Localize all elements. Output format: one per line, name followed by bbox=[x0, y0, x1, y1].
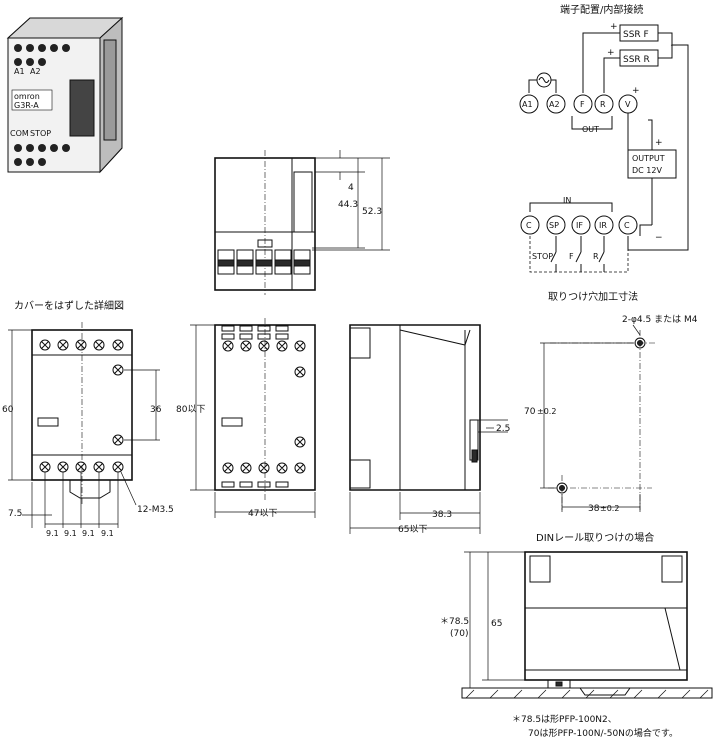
terminal-if: IF bbox=[576, 221, 583, 230]
output-minus: − bbox=[655, 233, 663, 243]
terminal-v-plus: + bbox=[632, 86, 640, 96]
terminal-c2: C bbox=[624, 221, 630, 230]
photo-label-com: COM bbox=[10, 129, 29, 138]
photo-label-a2: A2 bbox=[30, 67, 41, 76]
din-70: (70) bbox=[450, 629, 468, 639]
out-label: OUT bbox=[582, 125, 599, 134]
holes-38-tol: ±0.2 bbox=[600, 504, 619, 513]
terminal-c1: C bbox=[526, 221, 532, 230]
dim-44-3: 44.3 bbox=[338, 200, 358, 210]
ssr-r-label: SSR R bbox=[623, 55, 650, 65]
dim-front-height: 80以下 bbox=[176, 405, 205, 415]
mounting-holes: 取りつけ穴加工寸法 2-φ4.5 または M4 70 ±0.2 38 ±0.2 bbox=[524, 290, 698, 514]
cover-removed-view: カバーをはずした詳細図 60 36 bbox=[2, 299, 174, 538]
holes-70-tol: ±0.2 bbox=[537, 407, 556, 416]
dim-screw: 12-M3.5 bbox=[137, 505, 174, 515]
output-plus: + bbox=[655, 138, 663, 148]
in-label: IN bbox=[563, 196, 571, 205]
dim-pitch-1: 9.1 bbox=[46, 529, 59, 538]
photo-brand: omron bbox=[14, 92, 40, 101]
din-78-5: ＊78.5 bbox=[440, 617, 469, 627]
output-dc-box bbox=[627, 149, 677, 179]
dim-7-5: 7.5 bbox=[8, 509, 22, 519]
terminal-r: R bbox=[600, 100, 606, 109]
dim-pitch-4: 9.1 bbox=[101, 529, 114, 538]
terminal-f: F bbox=[580, 100, 585, 109]
dim-side-2-5: 2.5 bbox=[496, 424, 510, 434]
output-voltage: DC 12V bbox=[632, 166, 662, 175]
din-65: 65 bbox=[491, 619, 502, 629]
dim-60: 60 bbox=[2, 405, 14, 415]
title-terminal-arrangement: 端子配置/内部接続 bbox=[560, 3, 643, 16]
terminal-a2: A2 bbox=[549, 100, 560, 109]
product-photo: A1 A2 omron G3R-A COM STOP bbox=[6, 16, 124, 174]
holes-spec: 2-φ4.5 または M4 bbox=[622, 314, 698, 325]
photo-model: G3R-A bbox=[14, 101, 39, 110]
dim-pitch-3: 9.1 bbox=[82, 529, 95, 538]
terminal-sp: SP bbox=[549, 221, 559, 230]
switch-stop: STOP bbox=[532, 252, 553, 261]
din-note-1: ＊78.5は形PFP-100N2、 bbox=[512, 713, 617, 725]
ssr-minus: − bbox=[670, 41, 678, 51]
terminal-v: V bbox=[625, 100, 631, 109]
holes-70: 70 bbox=[524, 407, 536, 417]
title-mounting-holes: 取りつけ穴加工寸法 bbox=[548, 290, 638, 303]
switch-f: F bbox=[569, 252, 574, 261]
dim-pitch-2: 9.1 bbox=[64, 529, 77, 538]
front-view: 80以下 47以下 bbox=[176, 318, 316, 519]
terminal-a1: A1 bbox=[522, 100, 533, 109]
dim-36: 36 bbox=[150, 405, 162, 415]
dim-4: 4 bbox=[348, 183, 354, 193]
photo-label-stop: STOP bbox=[30, 129, 51, 138]
photo-label-a1a2: A1 bbox=[14, 67, 25, 76]
top-view: 4 44.3 52.3 bbox=[214, 150, 390, 295]
din-rail-mounting: DINレール取りつけの場合 ＊78.5 (70) 65 ＊78.5は形PFP-1… bbox=[440, 531, 713, 739]
din-note-2: 70は形PFP-100N/-50Nの場合です。 bbox=[528, 727, 678, 739]
output-label: OUTPUT bbox=[632, 154, 665, 163]
switch-r: R bbox=[593, 252, 599, 261]
side-view: 2.5 38.3 65以下 bbox=[349, 324, 510, 535]
ssr-f-label: SSR F bbox=[623, 30, 649, 40]
dim-side-65: 65以下 bbox=[398, 525, 427, 535]
ssr-f-plus: + bbox=[610, 22, 618, 32]
dim-52-3: 52.3 bbox=[362, 207, 382, 217]
title-din-rail: DINレール取りつけの場合 bbox=[536, 531, 654, 544]
terminal-ir: IR bbox=[599, 221, 607, 230]
dim-side-38-3: 38.3 bbox=[432, 510, 452, 520]
title-cover-removed: カバーをはずした詳細図 bbox=[14, 299, 124, 312]
holes-38: 38 bbox=[588, 504, 600, 514]
terminal-diagram: 端子配置/内部接続 SSR F SSR R + + − A1 A2 F R V bbox=[519, 3, 689, 273]
dim-front-width: 47以下 bbox=[248, 509, 277, 519]
ssr-r-plus: + bbox=[607, 48, 615, 58]
